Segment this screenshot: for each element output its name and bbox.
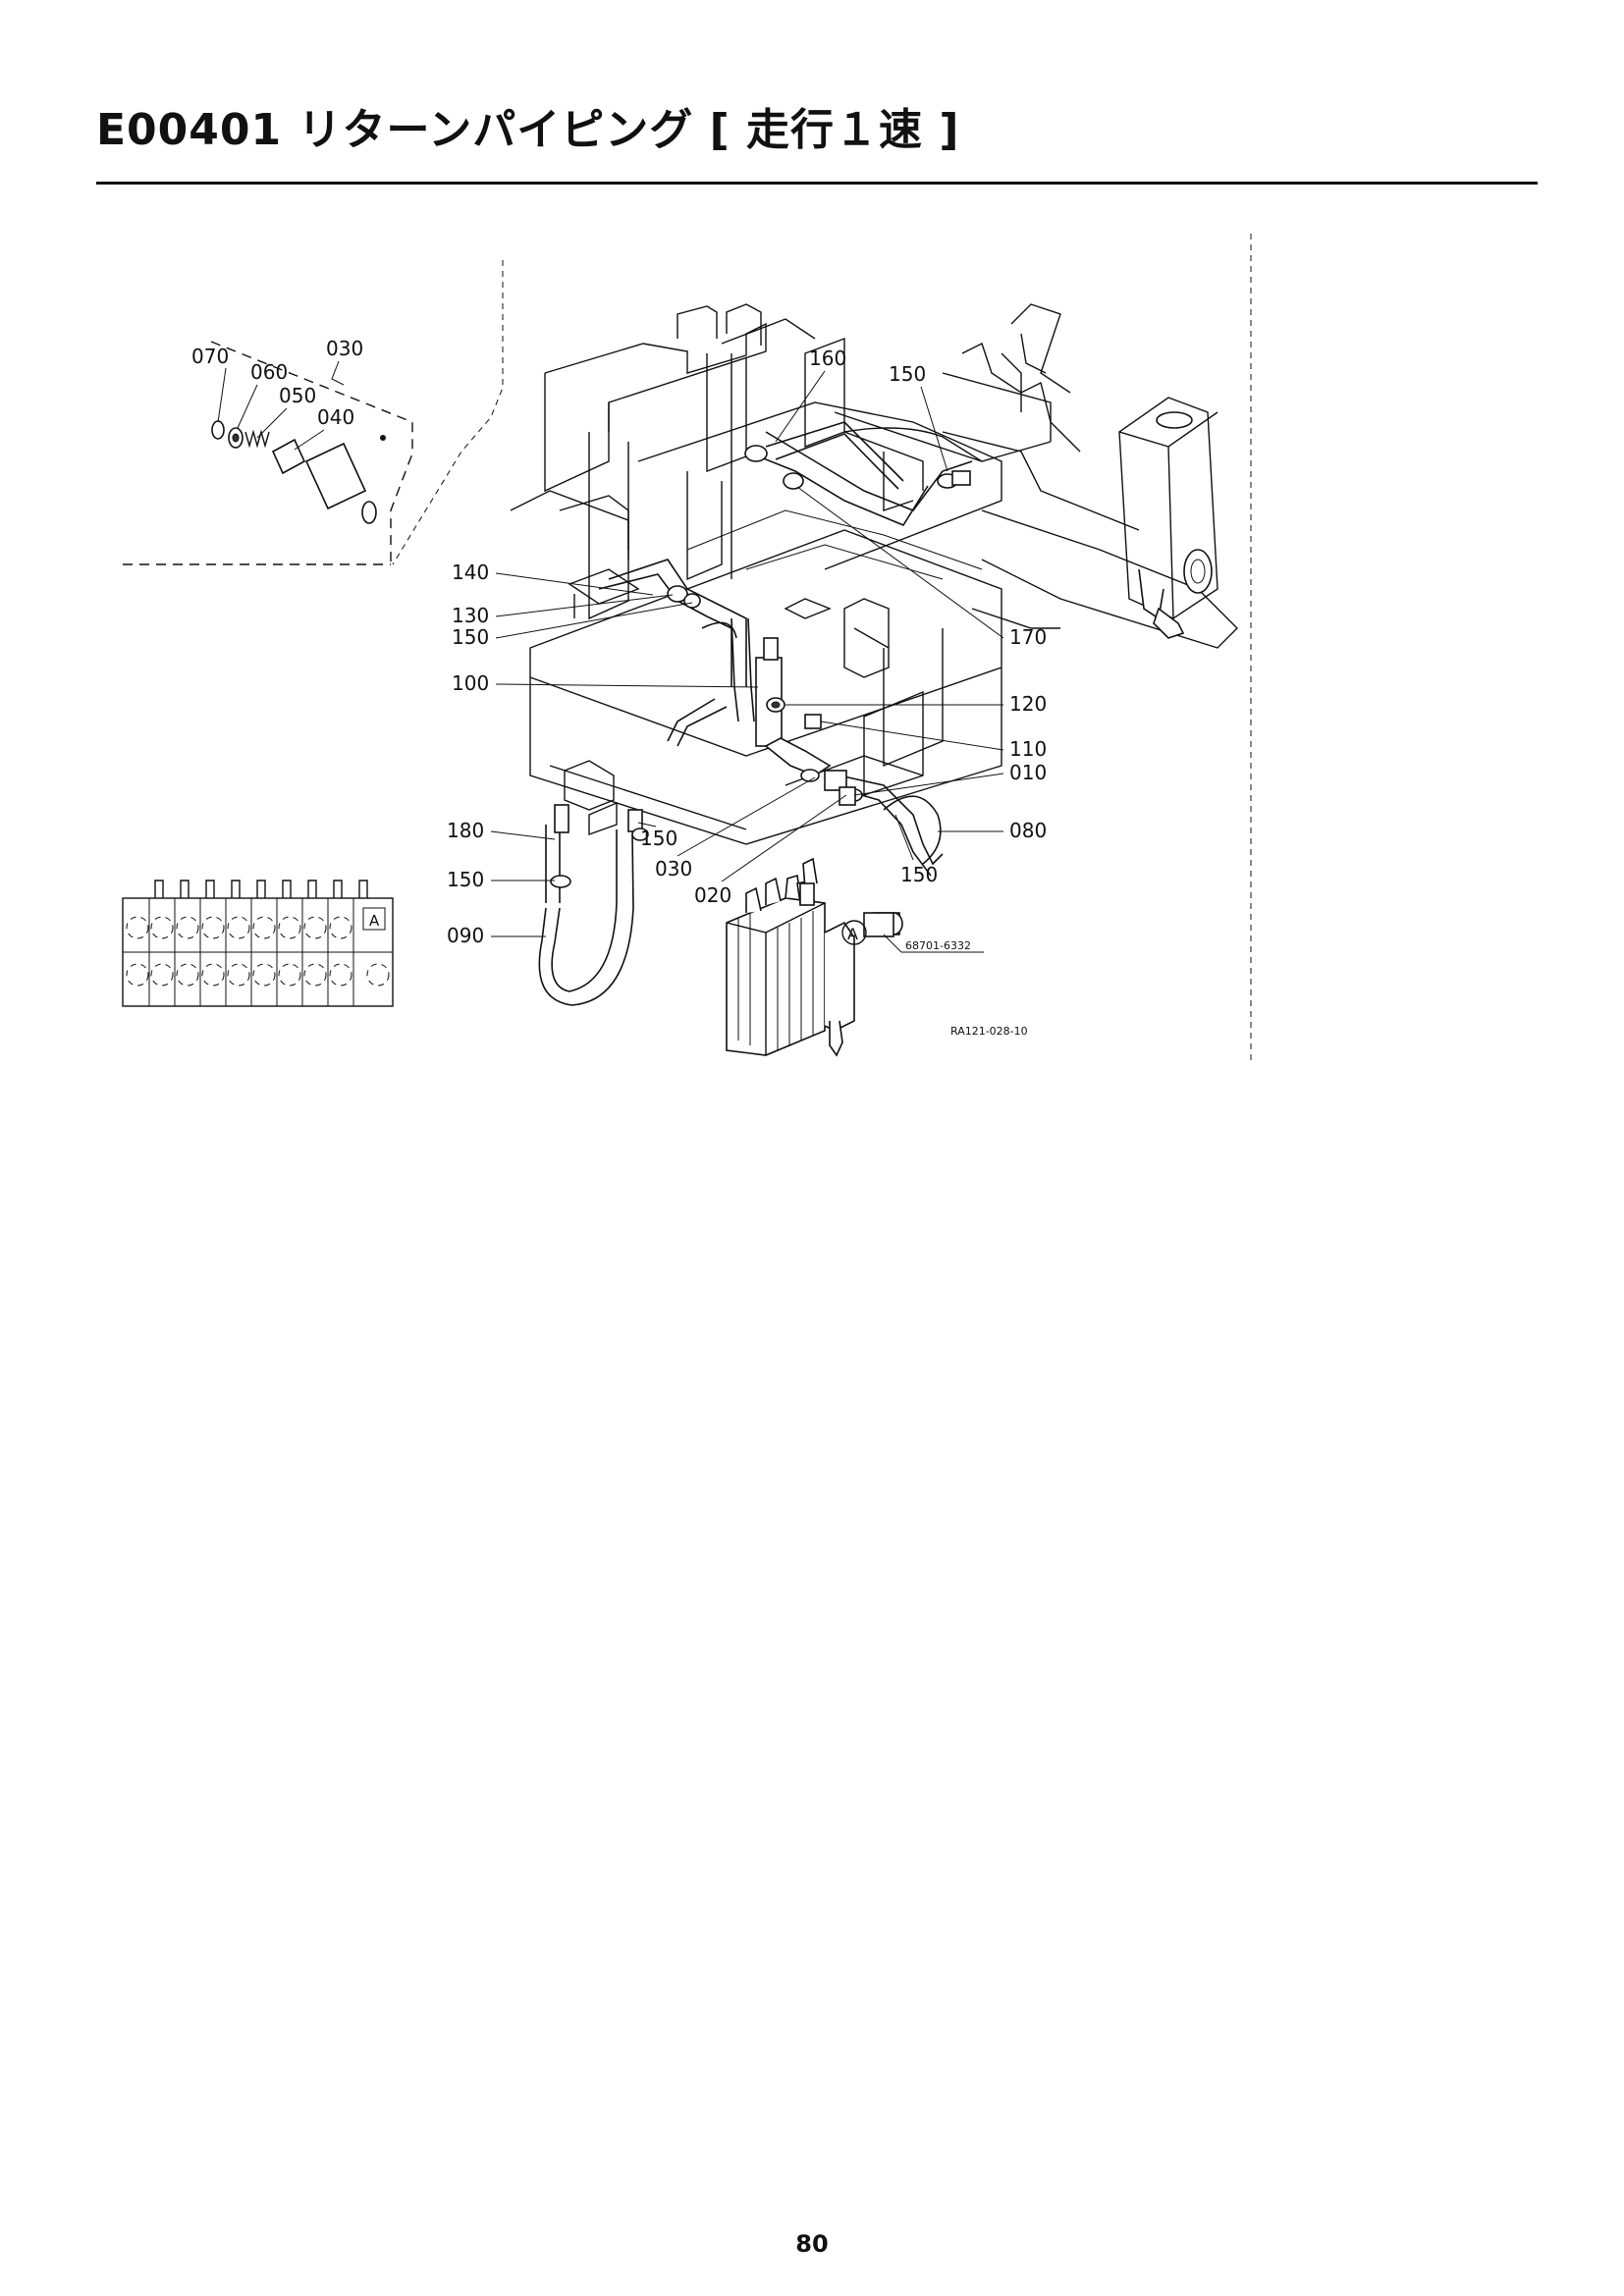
- callout-050: 050: [279, 384, 316, 407]
- leader-lines: [490, 370, 1004, 937]
- callout-150-top: 150: [889, 362, 926, 386]
- callout-130: 130: [452, 604, 489, 627]
- callout-170: 170: [1009, 625, 1047, 649]
- callout-090: 090: [447, 924, 484, 947]
- callout-150-right: 150: [900, 863, 938, 886]
- return-pipes: [538, 421, 973, 1006]
- callout-010: 010: [1009, 761, 1047, 784]
- control-valve-body: [726, 857, 894, 1057]
- page-title: E00401 リターンパイピング [ 走行１速 ]: [96, 105, 960, 155]
- callout-150-center: 150: [640, 827, 677, 850]
- callout-140: 140: [452, 561, 489, 584]
- drawing-code: RA121-028-10: [950, 1025, 1028, 1038]
- callout-070: 070: [191, 345, 229, 368]
- right-structure-tank: [942, 303, 1238, 649]
- callout-180: 180: [447, 819, 484, 842]
- callout-100: 100: [452, 671, 489, 695]
- callout-110: 110: [1009, 737, 1047, 761]
- reference-mark-a: A: [847, 925, 858, 943]
- callout-150-left: 150: [452, 625, 489, 649]
- reference-circle-a: [841, 920, 867, 945]
- callout-080: 080: [1009, 819, 1047, 842]
- reference-leader: [883, 934, 902, 953]
- reference-part-number: 68701-6332: [905, 939, 971, 952]
- fittings: [550, 445, 971, 935]
- detail-leader-lines: [217, 360, 345, 451]
- callout-040: 040: [317, 405, 354, 429]
- page-number: 80: [795, 2230, 829, 2258]
- callout-120: 120: [1009, 692, 1047, 716]
- control-valve-front-view: [122, 880, 394, 1007]
- callout-020: 020: [694, 883, 731, 907]
- detail-inset-boundary: [123, 260, 504, 565]
- callout-150-low: 150: [447, 868, 484, 891]
- callout-060: 060: [250, 360, 288, 384]
- callout-030-detail: 030: [326, 337, 363, 360]
- title-divider: [96, 182, 1538, 185]
- callout-160: 160: [809, 347, 846, 370]
- callout-030: 030: [655, 857, 692, 881]
- relief-valve-exploded: [211, 420, 386, 524]
- panel-mark-a: A: [369, 912, 380, 930]
- frame-structure: [510, 303, 1052, 845]
